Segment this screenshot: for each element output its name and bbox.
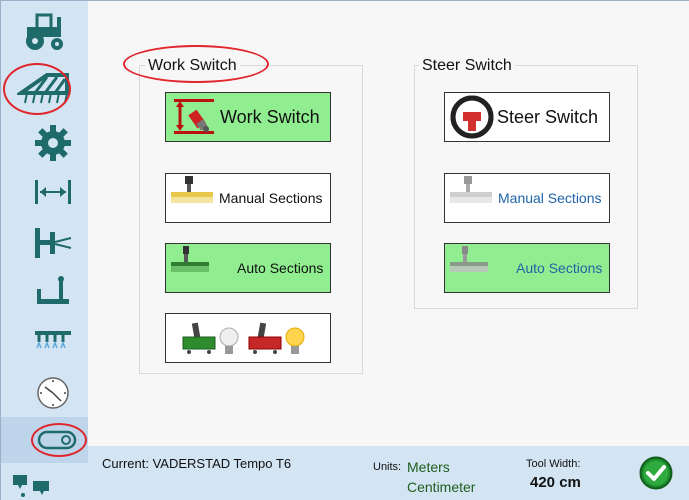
sidebar-item-width[interactable] xyxy=(9,168,96,216)
work-manual-sections-label: Manual Sections xyxy=(219,190,323,206)
switch-state-button[interactable] xyxy=(165,313,331,363)
work-auto-sections-label: Auto Sections xyxy=(237,260,324,276)
tractor-icon xyxy=(25,13,63,50)
steer-switch-button[interactable]: Steer Switch xyxy=(444,92,610,142)
sidebar-item-hitch[interactable] xyxy=(9,219,96,267)
sidebar xyxy=(1,1,88,500)
sidebar-item-settings[interactable] xyxy=(9,119,96,167)
clock-icon xyxy=(36,377,69,409)
steer-auto-sections-label: Auto Sections xyxy=(516,260,603,276)
steer-auto-sections-button[interactable]: Auto Sections xyxy=(444,243,610,293)
steer-manual-sections-button[interactable]: Manual Sections xyxy=(444,173,610,223)
manual-sections-icon xyxy=(450,176,492,203)
confirm-button[interactable] xyxy=(639,456,673,490)
work-switch-label: Work Switch xyxy=(220,106,320,127)
switch-state-icon xyxy=(182,322,305,354)
manual-sections-icon xyxy=(171,176,213,203)
status-bar: Current: VADERSTAD Tempo T6 Units: Meter… xyxy=(88,446,689,500)
sidebar-item-tractor[interactable] xyxy=(1,9,88,57)
sprayer-icon xyxy=(34,331,71,349)
current-tool: Current: VADERSTAD Tempo T6 xyxy=(102,456,291,471)
sidebar-item-implement[interactable] xyxy=(1,65,88,113)
auto-sections-icon xyxy=(171,246,209,272)
gear-icon xyxy=(34,125,71,161)
tool-width-value: 420 cm xyxy=(530,474,581,491)
work-switch-icon xyxy=(174,99,214,134)
sidebar-item-clock[interactable] xyxy=(9,369,96,417)
work-manual-sections-button[interactable]: Manual Sections xyxy=(165,173,331,223)
steering-wheel-icon xyxy=(450,95,494,139)
work-switch-button[interactable]: Work Switch xyxy=(165,92,331,142)
auto-sections-icon xyxy=(450,246,488,272)
current-label: Current: xyxy=(102,456,149,471)
main-panel: Work Switch Work Switch M xyxy=(88,1,689,446)
units-primary: Meters xyxy=(407,459,450,475)
steer-switch-label: Steer Switch xyxy=(497,106,599,127)
width-arrows-icon xyxy=(34,180,71,204)
display-toggle-icon xyxy=(13,475,49,497)
offset-icon xyxy=(36,276,69,304)
work-auto-sections-button[interactable]: Auto Sections xyxy=(165,243,331,293)
steer-manual-sections-label: Manual Sections xyxy=(498,190,602,206)
sidebar-item-switches[interactable] xyxy=(1,417,88,463)
sidebar-item-offset[interactable] xyxy=(9,269,96,317)
current-tool-name: VADERSTAD Tempo T6 xyxy=(152,456,292,471)
tool-width-label: Tool Width: xyxy=(526,458,581,470)
units-label: Units: xyxy=(373,461,402,473)
work-switch-group-title: Work Switch xyxy=(145,56,240,76)
units-secondary: Centimeter xyxy=(407,479,476,495)
implement-icon xyxy=(16,73,69,104)
sidebar-item-sprayer[interactable] xyxy=(9,319,96,367)
checkmark-icon xyxy=(639,456,673,490)
steer-switch-group-title: Steer Switch xyxy=(419,56,515,76)
switch-toggle-icon xyxy=(37,430,76,450)
hitch-icon xyxy=(34,228,71,258)
sidebar-item-display[interactable] xyxy=(1,471,88,500)
